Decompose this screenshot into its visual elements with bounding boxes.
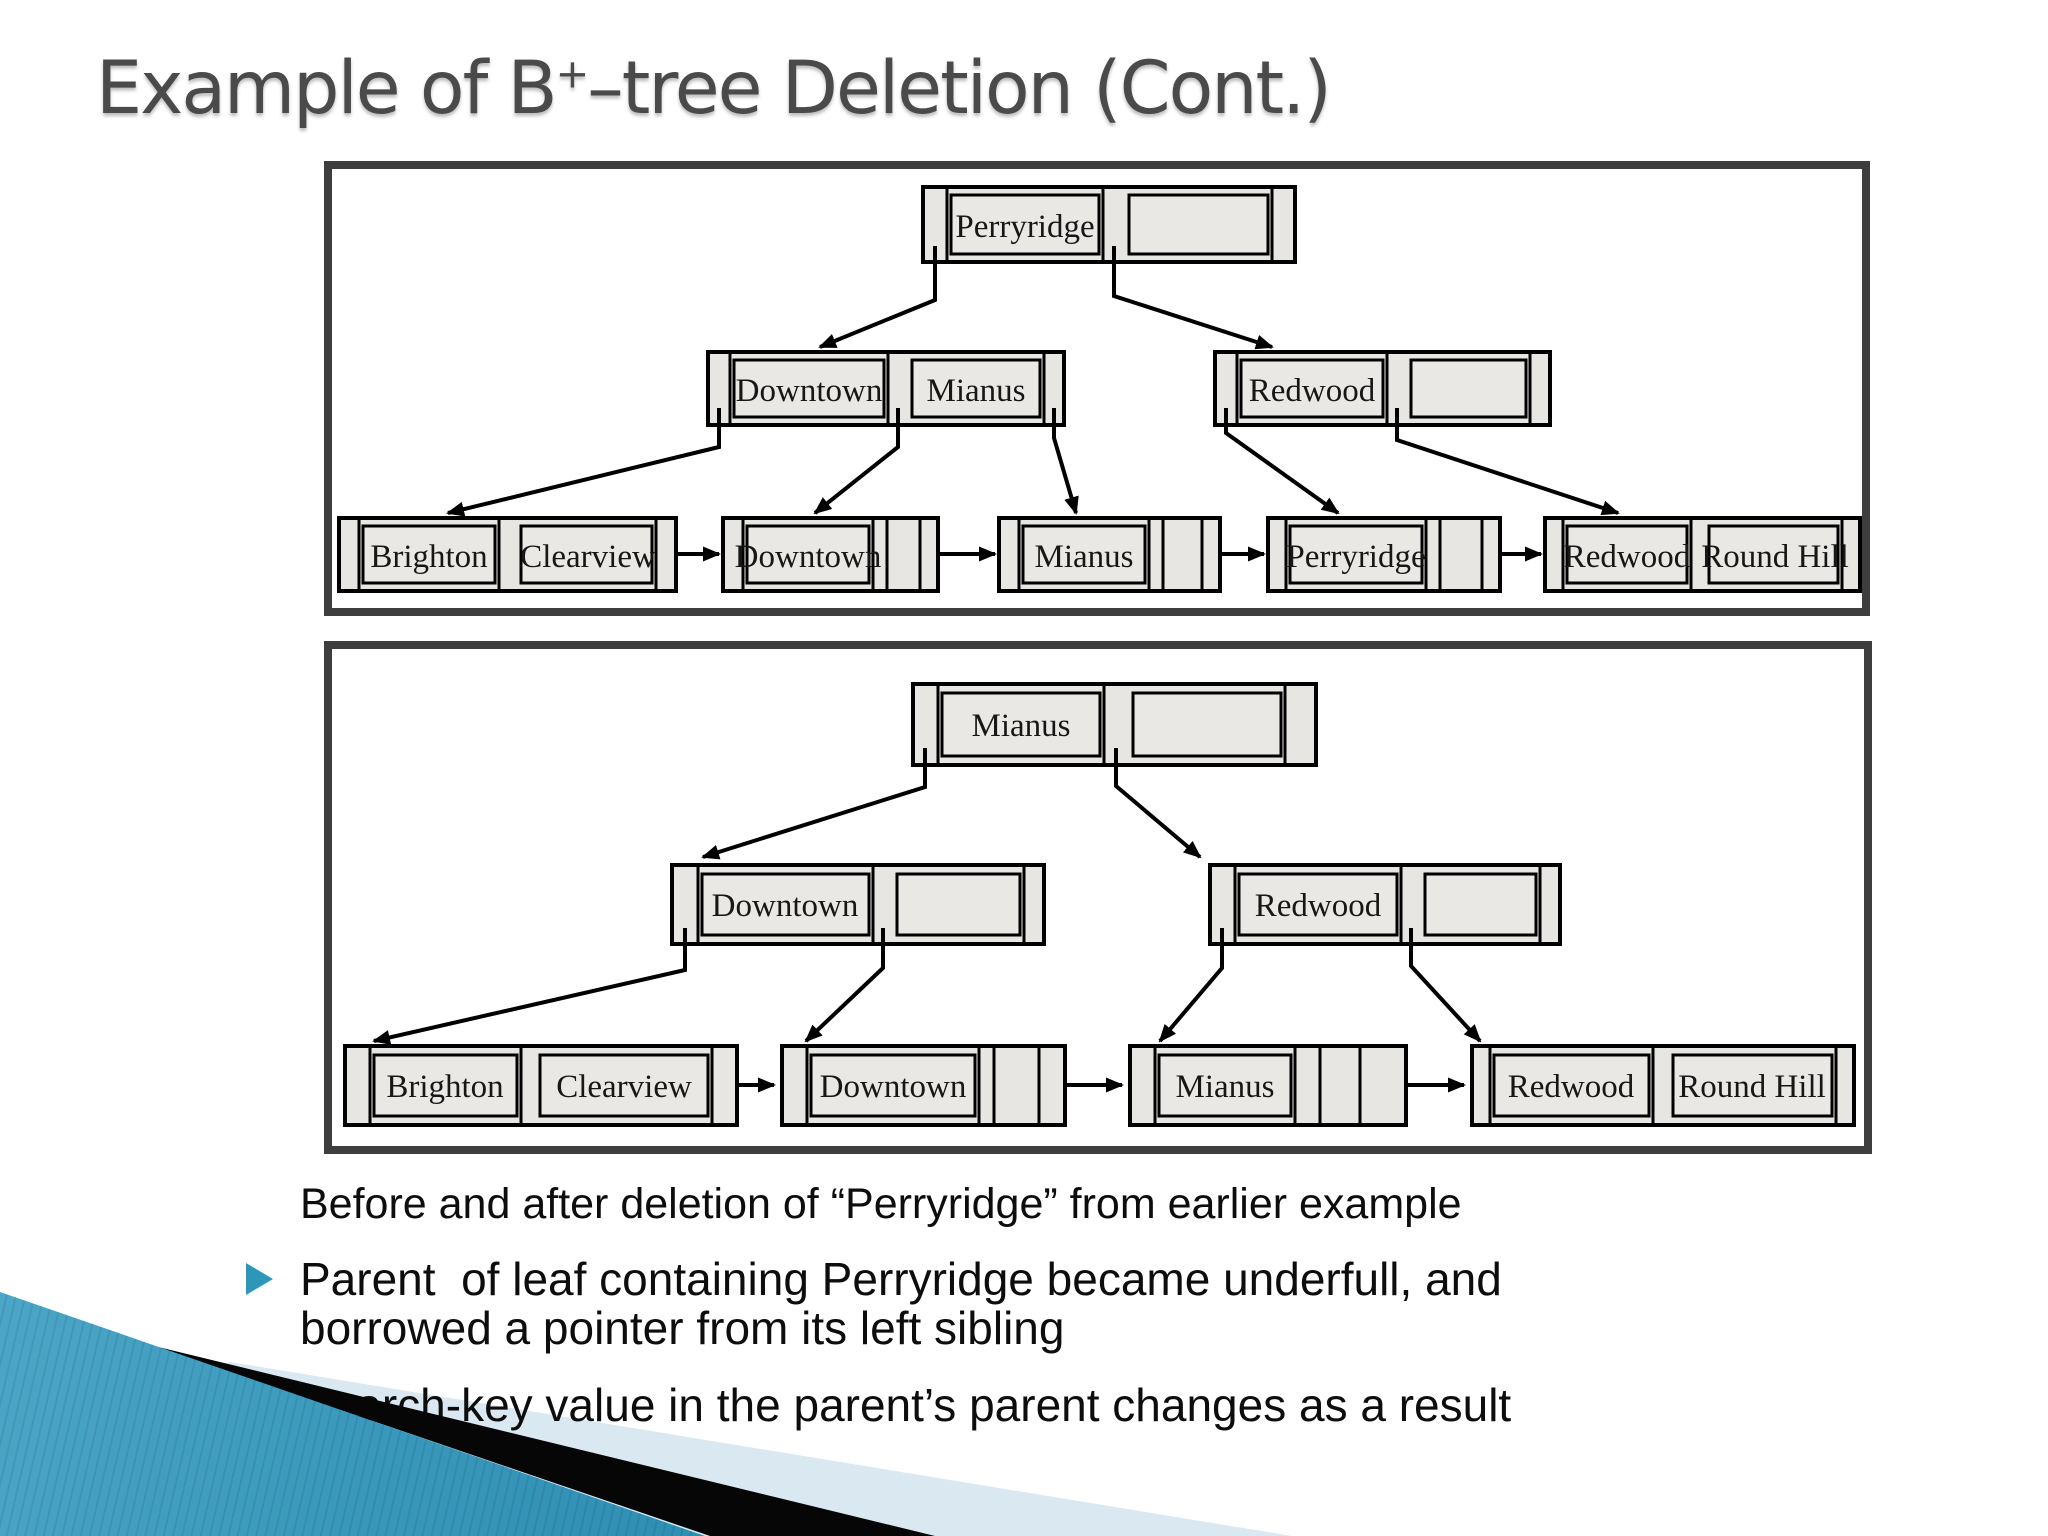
slide-title: Example of B+–tree Deletion (Cont.) — [96, 46, 1332, 131]
title-text-tail: –tree Deletion (Cont.) — [587, 46, 1332, 131]
key-label: Mianus — [927, 373, 1026, 409]
key-label: Redwood — [1508, 1069, 1635, 1105]
key-label: Brighton — [370, 539, 487, 575]
node-internal-downtown-mianus: Downtown Mianus — [706, 350, 1066, 427]
tree-edge — [1052, 408, 1079, 515]
key-label: Round Hill — [1701, 539, 1849, 575]
key-label: Mianus — [972, 708, 1071, 744]
key-label: Redwood — [1564, 539, 1691, 575]
caption: Before and after deletion of “Perryridge… — [300, 1180, 1462, 1228]
bullet-text: Parent of leaf containing Perryridge bec… — [300, 1253, 1502, 1305]
leaf-brighton-clearview-before: Brighton Clearview — [337, 516, 678, 593]
key-label: Perryridge — [955, 209, 1094, 245]
key-label: Round Hill — [1678, 1069, 1826, 1105]
leaf-brighton-clearview-after: Brighton Clearview — [343, 1044, 739, 1127]
tree-edge — [818, 246, 937, 349]
leaf-redwood-roundhill-after: Redwood Round Hill — [1470, 1044, 1856, 1127]
node-internal-redwood-after: Redwood — [1208, 863, 1562, 946]
key-label: Downtown — [736, 373, 883, 409]
bullet-text: Search-key value in the parent’s parent … — [300, 1379, 1512, 1431]
key-label: Downtown — [712, 888, 859, 924]
key-label: Downtown — [820, 1069, 967, 1105]
tree-edge — [1112, 246, 1274, 350]
title-text: Example of B — [96, 46, 558, 131]
key-label: Clearview — [520, 539, 656, 575]
tree-edge — [813, 408, 900, 515]
key-label: Mianus — [1176, 1069, 1275, 1105]
tree-edge — [1224, 408, 1340, 515]
tree-edge — [372, 928, 687, 1045]
key-label: Redwood — [1249, 373, 1376, 409]
leaf-redwood-roundhill-before: Redwood Round Hill — [1543, 516, 1862, 593]
leaf-downtown-after: Downtown — [780, 1044, 1067, 1127]
key-label: Perryridge — [1286, 539, 1425, 575]
key-label: Clearview — [556, 1069, 692, 1105]
key-label: Brighton — [386, 1069, 503, 1105]
tree-edge — [1395, 408, 1620, 516]
key-label: Mianus — [1035, 539, 1134, 575]
node-internal-downtown-after: Downtown — [670, 863, 1046, 946]
title-superscript-plus: + — [555, 51, 590, 98]
leaf-perryridge-before: Perryridge — [1266, 516, 1502, 593]
bullet-item-1: Parent of leaf containing Perryridge bec… — [300, 1255, 1502, 1353]
leaf-mianus-after: Mianus — [1128, 1044, 1408, 1127]
key-label: Redwood — [1255, 888, 1382, 924]
leaf-mianus-before: Mianus — [997, 516, 1222, 593]
tree-edge — [446, 408, 721, 517]
bullet-text: borrowed a pointer from its left sibling — [300, 1302, 1065, 1354]
bullet-triangle-icon — [246, 1263, 273, 1295]
key-label: Downtown — [735, 539, 882, 575]
tree-edge — [1158, 928, 1224, 1043]
tree-edge — [701, 748, 927, 860]
leaf-downtown-before: Downtown — [721, 516, 940, 593]
tree-edge — [804, 928, 885, 1043]
node-internal-redwood-before: Redwood — [1213, 350, 1552, 427]
bullet-item-2: Search-key value in the parent’s parent … — [300, 1381, 1511, 1430]
node-root-before: Perryridge — [921, 185, 1297, 264]
tree-edge — [1114, 748, 1202, 859]
tree-edge — [1409, 928, 1482, 1043]
